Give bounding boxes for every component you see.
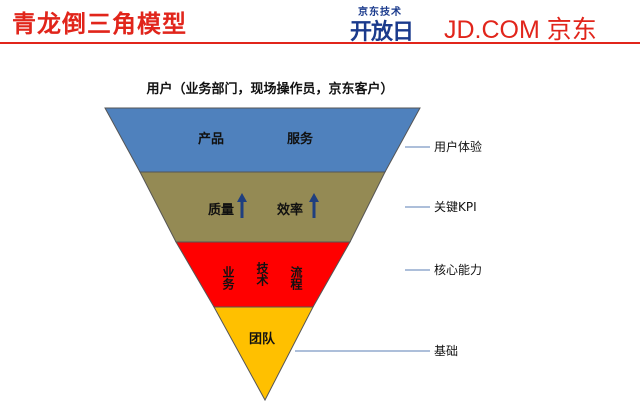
label-efficiency: 效率 [277,202,303,218]
label-product: 产品 [198,131,224,147]
layer-service [104,107,421,173]
side-label-core-ability: 核心能力 [434,263,482,277]
top-label: 用户（业务部门，现场操作员，京东客户） [146,82,394,97]
label-team: 团队 [249,332,276,347]
header-divider [0,42,640,44]
layer-base [213,306,314,402]
label-process: 流程 [289,265,303,291]
label-service: 服务 [287,131,314,147]
arrow-up-icon [309,193,319,218]
side-label-foundation: 基础 [434,344,458,358]
jd-logo: 京东技术 开放日 JD.COM 京东 [350,2,630,45]
label-business: 业务 [221,265,235,291]
side-label-user-experience: 用户体验 [434,139,482,154]
label-quality: 质量 [208,202,234,218]
side-label-kpi: 关键KPI [434,200,477,214]
label-technology: 技术 [255,261,269,287]
slide-title: 青龙倒三角模型 [12,10,187,38]
arrow-up-icon [237,193,247,218]
logo-subtitle: 京东技术 [358,7,402,18]
logo-text: JD.COM 京东 [444,16,597,44]
layer-kpi [139,171,386,243]
logo-mark: 开放日 [350,20,414,45]
